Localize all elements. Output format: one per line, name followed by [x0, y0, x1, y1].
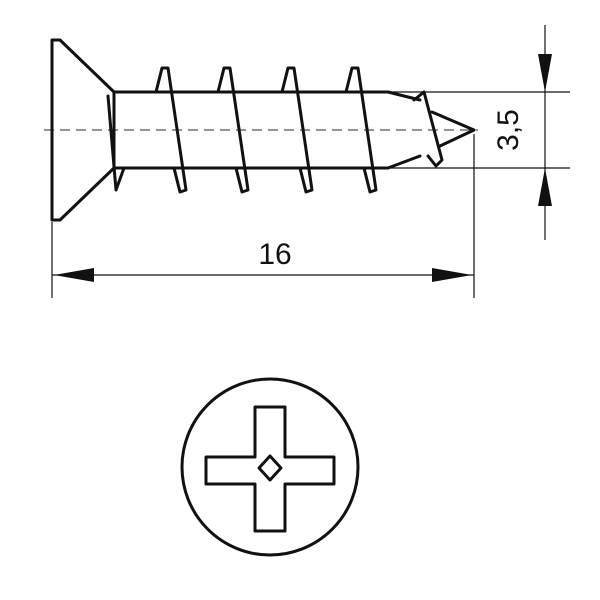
thread-crest-4: [344, 66, 378, 194]
thread-crest-tip: [412, 90, 444, 168]
length-dimension: 16: [51, 134, 475, 298]
length-arrow-left: [54, 268, 94, 282]
thread-crest-3: [280, 66, 314, 194]
point-taper-bottom: [386, 154, 422, 170]
phillips-cross-recess: [204, 405, 336, 533]
thread-crest-2: [216, 66, 250, 194]
recess-center-diamond: [257, 454, 283, 482]
length-label: 16: [258, 238, 291, 271]
thread-crest-1: [154, 66, 188, 194]
screw-head-top-view: [180, 377, 360, 557]
diameter-label: 3,5: [492, 109, 525, 151]
screw-side-view: [44, 38, 478, 222]
screw-tip: [430, 110, 476, 148]
diameter-arrow-top: [538, 54, 552, 92]
diameter-dimension: 3,5: [390, 25, 570, 240]
head-outline-circle: [180, 377, 360, 557]
length-arrow-right: [432, 268, 472, 282]
diameter-arrow-bottom: [538, 168, 552, 206]
thread-root-near-head: [106, 94, 126, 192]
